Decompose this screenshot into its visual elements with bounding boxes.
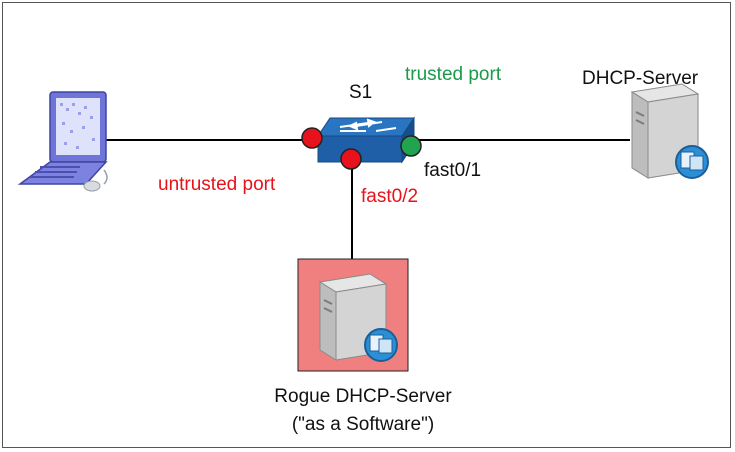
diagram-frame bbox=[2, 2, 731, 448]
network-switch-icon bbox=[317, 116, 415, 164]
server-icon bbox=[630, 83, 709, 179]
port-fast01-label: fast0/1 bbox=[424, 160, 482, 181]
dhcp-server-label: DHCP-Server bbox=[582, 68, 699, 89]
port-fast02-label: fast0/2 bbox=[361, 186, 419, 207]
untrusted-port-indicator-left bbox=[301, 127, 323, 149]
trusted-port-indicator-fast01 bbox=[400, 135, 422, 157]
rogue-server-label: Rogue DHCP-Server bbox=[274, 386, 452, 407]
untrusted-port-label: untrusted port bbox=[158, 174, 276, 195]
trusted-port-label: trusted port bbox=[405, 64, 502, 85]
laptop-icon bbox=[17, 91, 108, 192]
rogue-server-sublabel: ("as a Software") bbox=[291, 414, 435, 435]
server-icon bbox=[318, 273, 398, 362]
untrusted-port-indicator-fast02 bbox=[340, 148, 362, 170]
switch-name-label: S1 bbox=[349, 82, 373, 103]
